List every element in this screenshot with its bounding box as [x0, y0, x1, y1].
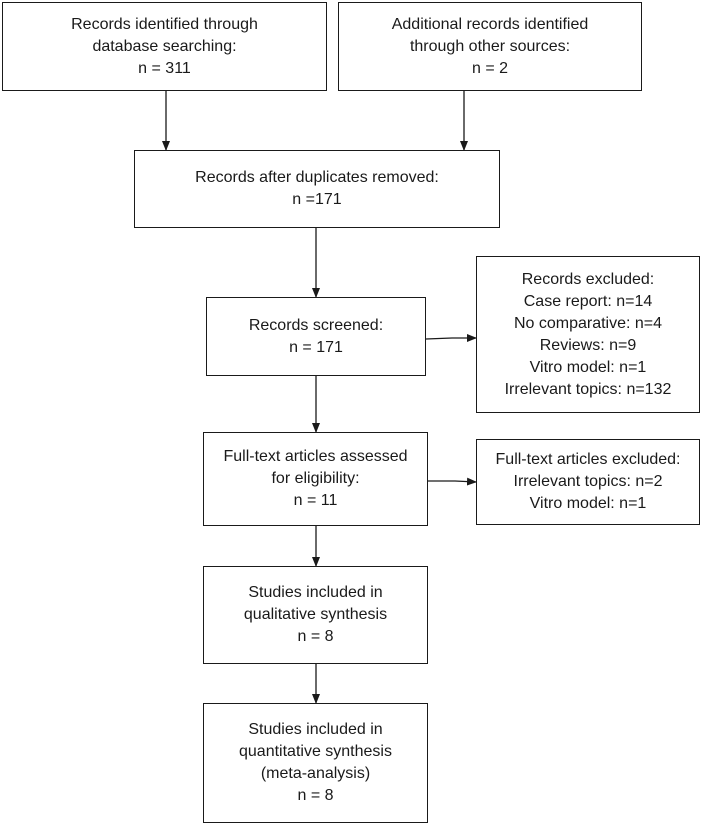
- box-line: Vitro model: n=1: [529, 495, 647, 512]
- box-line: n = 311: [138, 59, 191, 77]
- records-identified-database-box: Records identified through database sear…: [2, 2, 327, 91]
- box-line: qualitative synthesis: [243, 606, 388, 623]
- quantitative-synthesis-box: Studies included in quantitative synthes…: [203, 703, 428, 823]
- box-line: Studies included in: [248, 584, 383, 601]
- box-line: (meta-analysis): [260, 765, 371, 782]
- box-line: n = 2: [471, 59, 509, 77]
- box-line: n = 11: [293, 492, 338, 509]
- box-line: database searching:: [92, 37, 237, 55]
- box-line: quantitative synthesis: [239, 743, 392, 760]
- box-line: Reviews: n=9: [539, 336, 637, 354]
- box-line: n = 171: [289, 338, 343, 356]
- qualitative-synthesis-box: Studies included in qualitative synthesi…: [203, 566, 428, 664]
- box-line: Records after duplicates removed:: [195, 169, 439, 186]
- records-screened-box: Records screened: n = 171: [206, 297, 426, 376]
- records-after-duplicates-box: Records after duplicates removed: n =171: [134, 150, 500, 228]
- box-line: No comparative: n=4: [513, 314, 663, 332]
- records-identified-other-box: Additional records identified through ot…: [338, 2, 642, 91]
- box-line: Additional records identified: [391, 15, 589, 33]
- box-line: Case report: n=14: [523, 292, 653, 310]
- full-text-excluded-box: Full-text articles excluded: Irrelevant …: [476, 439, 700, 525]
- box-line: Studies included in: [248, 721, 383, 738]
- box-line: Irrelevant topics: n=132: [504, 380, 672, 398]
- box-line: n =171: [292, 191, 342, 208]
- records-excluded-box: Records excluded: Case report: n=14 No c…: [476, 256, 700, 413]
- box-line: n = 8: [297, 628, 334, 645]
- arrow-fulltext-to-excluded: [428, 477, 477, 486]
- box-line: Full-text articles excluded:: [495, 451, 681, 468]
- full-text-assessed-box: Full-text articles assessed for eligibil…: [203, 432, 428, 526]
- box-line: for eligibility:: [271, 470, 360, 487]
- box-line: Irrelevant topics: n=2: [513, 473, 663, 490]
- box-line: Full-text articles assessed: [223, 448, 408, 465]
- box-line: through other sources:: [409, 37, 571, 55]
- arrow-screened-to-excluded: [425, 334, 477, 342]
- box-line: Records identified through: [71, 15, 258, 33]
- box-line: n = 8: [297, 787, 334, 804]
- box-line: Records screened:: [248, 316, 384, 334]
- box-line: Records excluded:: [521, 270, 655, 288]
- box-line: Vitro model: n=1: [529, 358, 647, 376]
